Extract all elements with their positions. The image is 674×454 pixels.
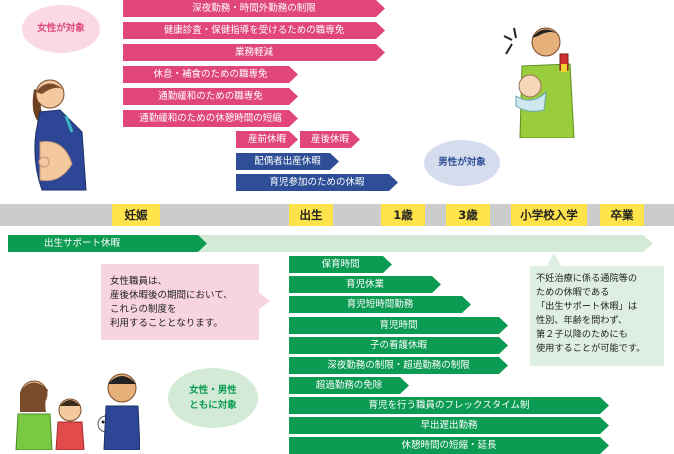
left-note-line: 利用することとなります。 (110, 318, 223, 329)
timeline-age-3: 3歳 (446, 204, 490, 226)
arrow-early-late-shift: 早出遅出勤務 (289, 417, 609, 434)
women-target-label: 女性が対象 (22, 5, 100, 53)
man-with-baby-illustration (503, 27, 575, 138)
right-note-text: 不妊治療に係る通院等の ための休暇である 「出生サポート休暇」は 性別、年齢を問… (536, 272, 645, 356)
arrow-late-night-overtime-limit: 深夜勤務・時間外勤務の制限 (123, 0, 385, 17)
right-note-pointer (546, 253, 562, 267)
arrow-health-exam-leave: 健康診査・保健指導を受けるための職専免 (123, 22, 385, 39)
right-note-line: 性別、年齢を問わず、 (536, 315, 628, 326)
timeline-birth: 出生 (289, 204, 333, 226)
arrow-overtime-exemption: 超過勤務の免除 (289, 377, 409, 394)
timeline-age-1: 1歳 (381, 204, 425, 226)
arrow-sick-child-leave: 子の看護休暇 (289, 337, 508, 354)
timeline-elementary-entry: 小学校入学 (511, 204, 587, 226)
left-note-text: 女性職員は、 産後休暇後の期間において、 これらの制度を 利用することとなります… (110, 275, 233, 331)
right-note-line: 「出生サポート休暇」は (536, 301, 638, 312)
arrow-childcare-participation-leave: 育児参加のための休暇 (236, 174, 398, 191)
left-note-line: 女性職員は、 (110, 276, 168, 287)
both-target-line: ともに対象 (189, 400, 237, 411)
left-note-line: これらの制度を (110, 304, 177, 315)
right-note-callout (530, 266, 664, 366)
both-target-label: 女性・男性 ともに対象 (168, 368, 258, 428)
pregnant-woman-illustration (32, 79, 87, 191)
arrow-break-shorten-extend: 休憩時間の短縮・延長 (289, 437, 609, 454)
left-note-callout (101, 264, 259, 340)
arrow-flextime: 育児を行う職員のフレックスタイム制 (289, 397, 609, 414)
timeline-bar (0, 204, 674, 226)
arrow-birth-support-leave: 出生サポート休暇 (8, 235, 207, 252)
timeline-pregnancy: 妊娠 (112, 204, 160, 226)
arrow-late-night-overtime-restriction: 深夜勤務の制限・超過勤務の制限 (289, 357, 508, 374)
arrow-rest-meal-leave: 休息・補食のための職専免 (123, 66, 298, 83)
arrow-childcare-time: 育児時間 (289, 317, 508, 334)
timeline-graduation: 卒業 (600, 204, 644, 226)
both-target-line: 女性・男性 (189, 385, 237, 396)
right-note-line: 不妊治療に係る通院等の (536, 273, 638, 284)
arrow-childcare-short-hours: 育児短時間勤務 (289, 296, 471, 313)
arrow-workload-reduction: 業務軽減 (123, 44, 385, 61)
left-note-pointer (258, 292, 270, 310)
arrow-spouse-birth-leave: 配偶者出産休暇 (236, 153, 339, 170)
right-note-line: 第２子以降のためにも (536, 329, 628, 340)
right-note-line: ための休暇である (536, 287, 610, 298)
arrow-childcare-leave: 育児休業 (289, 276, 441, 293)
arrow-prenatal-leave: 産前休暇 (236, 131, 298, 148)
men-target-label: 男性が対象 (424, 140, 500, 186)
family-illustration (15, 373, 140, 450)
right-note-line: 使用することが可能です。 (536, 343, 646, 354)
arrow-commute-relief-break: 通勤緩和のための休憩時間の短縮 (123, 110, 298, 127)
left-note-line: 産後休暇後の期間において、 (110, 290, 233, 301)
arrow-nursing-time: 保育時間 (289, 256, 392, 273)
arrow-commute-relief-leave: 通勤緩和のための職専免 (123, 88, 298, 105)
arrow-postnatal-leave: 産後休暇 (300, 131, 360, 148)
